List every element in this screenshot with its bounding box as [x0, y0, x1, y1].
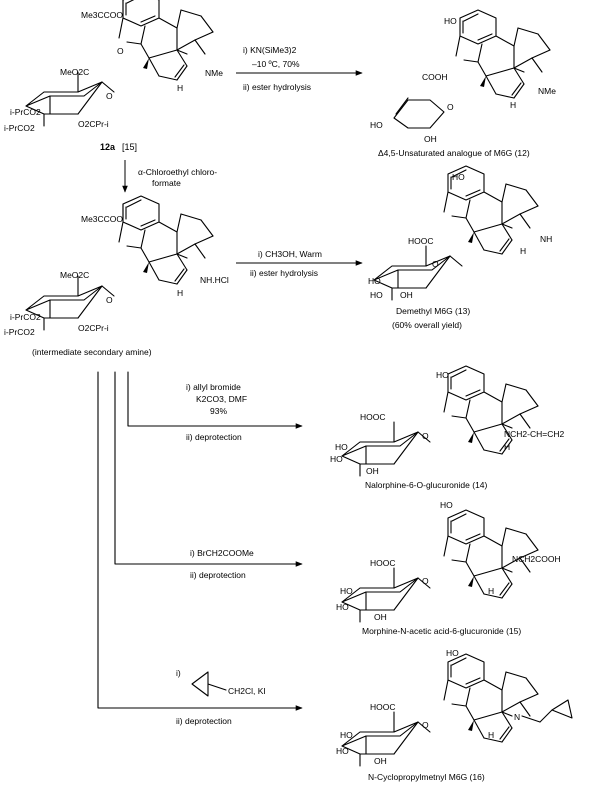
oh-top-label: HO	[446, 648, 459, 658]
glycoside-o-label: O	[422, 720, 429, 730]
oh-top-label: HO	[436, 370, 449, 380]
ho-label: HO	[340, 730, 353, 740]
cooh-label: COOH	[422, 72, 448, 82]
step3-line3: 93%	[210, 406, 227, 416]
step-down: α-Chloroethyl chloro- formate	[122, 160, 217, 193]
ester-bottom-label: O2CPr-i	[78, 323, 109, 333]
compound-12: HO NMe H COOH HO OH O Δ4,5-Unsaturated a…	[370, 9, 556, 158]
h-label: H	[510, 100, 516, 110]
nitrogen-label: NH	[540, 234, 552, 244]
ester-top-label: MeO2C	[60, 270, 89, 280]
caption: Demethyl M6G (13)	[396, 306, 470, 316]
step4-line2: ii) deprotection	[190, 570, 246, 580]
ring-o-label: O	[117, 46, 124, 56]
cooh-label: HOOC	[360, 412, 386, 422]
glycoside-o-label: O	[422, 576, 429, 586]
ester-left2-label: i-PrCO2	[4, 327, 35, 337]
intermediate-amine: Me3CCOO NH.HCl H MeO2C i-PrCO2 i-PrCO2 O…	[4, 195, 229, 357]
oh-label: OH	[424, 134, 437, 144]
h-label: H	[504, 442, 510, 452]
nitrogen-label: NH.HCl	[200, 275, 229, 285]
h-label: H	[177, 83, 183, 93]
ester-top-label: MeO2C	[60, 67, 89, 77]
caption: Δ4,5-Unsaturated analogue of M6G (12)	[378, 148, 530, 158]
step-3: i) allyl bromide K2CO3, DMF 93% ii) depr…	[186, 382, 247, 442]
oh-top-label: HO	[444, 16, 457, 26]
compound-14: HO NCH2-CH=CH2 H HOOC HO HO OH O Nalorph…	[330, 365, 564, 490]
compound-12a: Me3CCOO O NMe H MeO2C i-PrCO2 i-PrCO2 O2…	[4, 0, 223, 152]
glycoside-o-label: O	[106, 91, 113, 101]
ester-left2-label: i-PrCO2	[4, 123, 35, 133]
ho-label-2: HO	[330, 454, 343, 464]
nitrogen-label: N	[514, 712, 520, 722]
ho-label: HO	[368, 276, 381, 286]
acyl-label: Me3CCOO	[81, 214, 123, 224]
step1-line3: ii) ester hydrolysis	[243, 82, 311, 92]
step2-line2: ii) ester hydrolysis	[250, 268, 318, 278]
ho-label: HO	[335, 442, 348, 452]
glycoside-o-label: O	[422, 431, 429, 441]
cooh-label: HOOC	[408, 236, 434, 246]
step2-line1: i) CH3OH, Warm	[258, 249, 322, 259]
step3-line4: ii) deprotection	[186, 432, 242, 442]
oh-top-label: HO	[440, 500, 453, 510]
ho-label: HO	[340, 586, 353, 596]
compound-number: 12a	[100, 142, 116, 152]
oh-label: OH	[374, 756, 387, 766]
caption: (intermediate secondary amine)	[32, 347, 152, 357]
oh-top-label: HO	[452, 172, 465, 182]
oh-label: OH	[374, 612, 387, 622]
cyclopropyl-ring	[551, 699, 573, 719]
h-label: H	[177, 288, 183, 298]
ester-bottom-label: O2CPr-i	[78, 119, 109, 129]
nitrogen-label: NCH2COOH	[512, 554, 561, 564]
oh-label: OH	[366, 466, 379, 476]
step-5: i) CH2Cl, KI ii) deprotection	[176, 668, 266, 726]
ester-left1-label: i-PrCO2	[10, 107, 41, 117]
step-1: i) KN(SiMe3)2 –10 ºC, 70% ii) ester hydr…	[236, 45, 363, 92]
ho-label-2: HO	[370, 290, 383, 300]
ester-left1-label: i-PrCO2	[10, 312, 41, 322]
nitrogen-label: NMe	[538, 86, 556, 96]
ho-label: HO	[370, 120, 383, 130]
caption: Nalorphine-6-O-glucuronide (14)	[365, 480, 488, 490]
compound-15: HO NCH2COOH H HOOC HO HO OH O Morphine-N…	[336, 500, 561, 636]
step5-line2: ii) deprotection	[176, 716, 232, 726]
h-label: H	[488, 586, 494, 596]
glycoside-o-label: O	[106, 295, 113, 305]
nitrogen-label: NMe	[205, 68, 223, 78]
glycoside-o-label: O	[447, 102, 454, 112]
ho-label-2: HO	[336, 602, 349, 612]
ho-label-2: HO	[336, 746, 349, 756]
nitrogen-label: NCH2-CH=CH2	[504, 429, 564, 439]
step3-line1: i) allyl bromide	[186, 382, 241, 392]
compound-16: HO N H HOOC HO HO OH O N-Cyclopropylmetn…	[336, 648, 573, 782]
step1-line1: i) KN(SiMe3)2	[243, 45, 297, 55]
h-label: H	[520, 246, 526, 256]
step3-line2: K2CO3, DMF	[196, 394, 247, 404]
step-4: i) BrCH2COOMe ii) deprotection	[190, 548, 254, 580]
branch-lines	[97, 371, 303, 711]
step-2: i) CH3OH, Warm ii) ester hydrolysis	[236, 249, 363, 278]
step4-line1: i) BrCH2COOMe	[190, 548, 254, 558]
step5-reagent: CH2Cl, KI	[228, 686, 266, 696]
cyclopropyl-icon	[191, 671, 209, 697]
cooh-label: HOOC	[370, 702, 396, 712]
glycoside-o-label: O	[432, 259, 439, 269]
acyl-label: Me3CCOO	[81, 10, 123, 20]
cooh-label: HOOC	[370, 558, 396, 568]
h-label: H	[488, 730, 494, 740]
stepdown-line1: α-Chloroethyl chloro-	[138, 167, 217, 177]
stepdown-line2: formate	[152, 178, 181, 188]
oh-label: OH	[400, 290, 413, 300]
reference: [15]	[122, 142, 137, 152]
caption: Morphine-N-acetic acid-6-glucuronide (15…	[362, 626, 521, 636]
step5-line1: i)	[176, 668, 181, 678]
yield: (60% overall yield)	[392, 320, 462, 330]
caption: N-Cyclopropylmetnyl M6G (16)	[368, 772, 485, 782]
compound-13: HO NH H HOOC HO HO OH O Demethyl M6G (13…	[368, 165, 552, 330]
step1-line2: –10 ºC, 70%	[252, 59, 300, 69]
